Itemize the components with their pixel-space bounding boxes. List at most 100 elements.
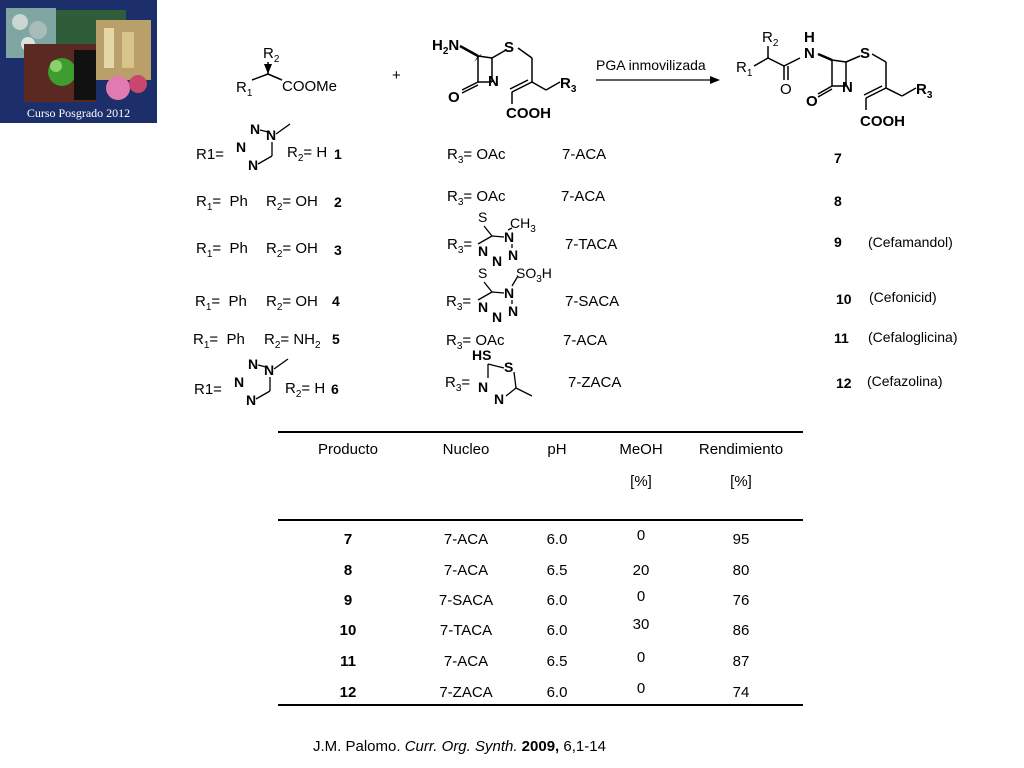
- row1-product: 7: [834, 150, 842, 166]
- table-cell: 7-ZACA: [439, 684, 493, 701]
- nucleus-sulfur: S: [504, 39, 514, 56]
- table-cell: 7-SACA: [438, 592, 494, 609]
- svg-text:N: N: [266, 127, 276, 143]
- table-cell: 74: [732, 684, 750, 701]
- table-cell: 0: [636, 680, 646, 697]
- svg-text:N: N: [508, 303, 518, 319]
- header-rendimiento: Rendimiento: [698, 441, 784, 458]
- logo-caption: Curso Posgrado 2012: [26, 106, 131, 120]
- svg-text:N: N: [494, 391, 504, 407]
- row1-nucleus: 7-ACA: [562, 146, 607, 163]
- row6-r2: R2= H: [285, 380, 326, 400]
- product-ring-nitrogen: N: [842, 79, 853, 96]
- methylthiotetrazole-icon: S CH3 N N N N: [477, 209, 536, 269]
- table-cell: 8: [343, 562, 353, 579]
- row1-r1: R1=: [196, 146, 224, 163]
- table-cell: 86: [732, 622, 750, 639]
- sulfomethyltetrazole-icon: S SO3H N N N N: [477, 265, 552, 325]
- table-cell: 30: [632, 616, 650, 633]
- svg-text:N: N: [478, 243, 488, 259]
- table-header-rule: [278, 519, 803, 521]
- table-bottom-rule: [278, 704, 803, 706]
- product-r3: R3: [916, 81, 933, 101]
- product-nh-h: H: [804, 29, 815, 46]
- nucleus-nitrogen: N: [488, 73, 499, 90]
- row6-nucleus: 7-ZACA: [568, 374, 622, 391]
- svg-text:S: S: [504, 359, 513, 375]
- row3-drug-name: (Cefamandol): [868, 234, 953, 250]
- row4-nucleus: 7-SACA: [565, 293, 620, 310]
- plus-sign: +: [392, 67, 401, 84]
- svg-text:N: N: [478, 299, 488, 315]
- header-meoh-unit: [%]: [630, 473, 652, 490]
- row5-r1: R1= Ph: [193, 331, 245, 351]
- product-lactam-oxygen: O: [806, 93, 818, 110]
- citation-authors: J.M. Palomo.: [313, 738, 405, 755]
- table-cell: 7-ACA: [443, 653, 489, 670]
- svg-text:N: N: [248, 356, 258, 372]
- svg-text:N: N: [236, 139, 246, 155]
- reagent-ester-group: COOMe: [282, 78, 337, 95]
- nucleus-amine: H2N: [432, 37, 459, 57]
- row5-drug-name: (Cefaloglicina): [868, 329, 958, 345]
- table-cell: 6.0: [546, 592, 568, 609]
- row1-number: 1: [334, 146, 342, 162]
- header-ph: pH: [547, 441, 567, 458]
- logo-collage-image: [0, 0, 157, 105]
- row2-nucleus: 7-ACA: [561, 188, 606, 205]
- row3-r2: R2= OH: [266, 240, 318, 260]
- row2-number: 2: [334, 194, 342, 210]
- nucleus-oxygen: O: [448, 89, 460, 106]
- header-nucleo: Nucleo: [442, 441, 490, 458]
- header-meoh: MeOH: [619, 441, 663, 458]
- nucleus-acid: COOH: [506, 105, 551, 122]
- thiadiazole-icon: HS N N S: [472, 347, 533, 407]
- table-top-rule: [278, 431, 803, 433]
- reagent-r2-label: R2: [263, 45, 280, 65]
- table-cell: 0: [636, 527, 646, 544]
- row3-number: 3: [334, 242, 342, 258]
- table-cell: 11: [340, 653, 356, 670]
- row4-drug-name: (Cefonicid): [869, 289, 937, 305]
- row6-product: 12: [836, 375, 852, 391]
- svg-text:N: N: [492, 253, 502, 269]
- svg-text:SO3H: SO3H: [516, 265, 552, 285]
- product-sulfur: S: [860, 45, 870, 62]
- row4-r2: R2= OH: [266, 293, 318, 313]
- table-cell: 0: [636, 649, 646, 666]
- svg-text:N: N: [250, 121, 260, 137]
- citation-journal: Curr. Org. Synth.: [404, 738, 518, 755]
- row6-r1: R1=: [194, 381, 222, 398]
- header-producto: Producto: [317, 441, 379, 458]
- table-cell: 9: [343, 592, 353, 609]
- row5-number: 5: [332, 331, 340, 347]
- table-cell: 6.0: [546, 622, 568, 639]
- svg-text:N: N: [248, 157, 258, 173]
- row3-r1: R1= Ph: [196, 240, 248, 260]
- table-cell: 76: [732, 592, 750, 609]
- table-cell: 7-TACA: [439, 622, 493, 639]
- reaction-scheme: R2 R1 COOMe + H2N O S N R3 COOH PGA inmo…: [236, 29, 933, 130]
- svg-text:N: N: [246, 392, 256, 408]
- nucleus-r3: R3: [560, 75, 577, 95]
- enzyme-label: PGA inmovilizada: [596, 57, 706, 73]
- row2-product: 8: [834, 193, 842, 209]
- table-cell: 12: [339, 684, 357, 701]
- svg-text:N: N: [492, 309, 502, 325]
- row2-r3: R3= OAc: [447, 188, 506, 208]
- methyltetrazole-icon-1: N N N N: [236, 121, 291, 173]
- svg-text:N: N: [504, 285, 514, 301]
- product-nh-n: N: [804, 45, 815, 62]
- citation-year: 2009,: [517, 738, 560, 755]
- table-cell: 80: [732, 562, 750, 579]
- table-cell: 10: [339, 622, 357, 639]
- row4-r1: R1= Ph: [195, 293, 247, 313]
- row2-r2: R2= OH: [266, 193, 318, 213]
- svg-text:CH3: CH3: [510, 215, 536, 235]
- table-cell: 6.0: [546, 531, 568, 548]
- table-cell: 20: [632, 562, 650, 579]
- row4-number: 4: [332, 293, 340, 309]
- table-cell: 95: [732, 531, 750, 548]
- row2-r1: R1= Ph: [196, 193, 248, 213]
- row4-product: 10: [836, 291, 852, 307]
